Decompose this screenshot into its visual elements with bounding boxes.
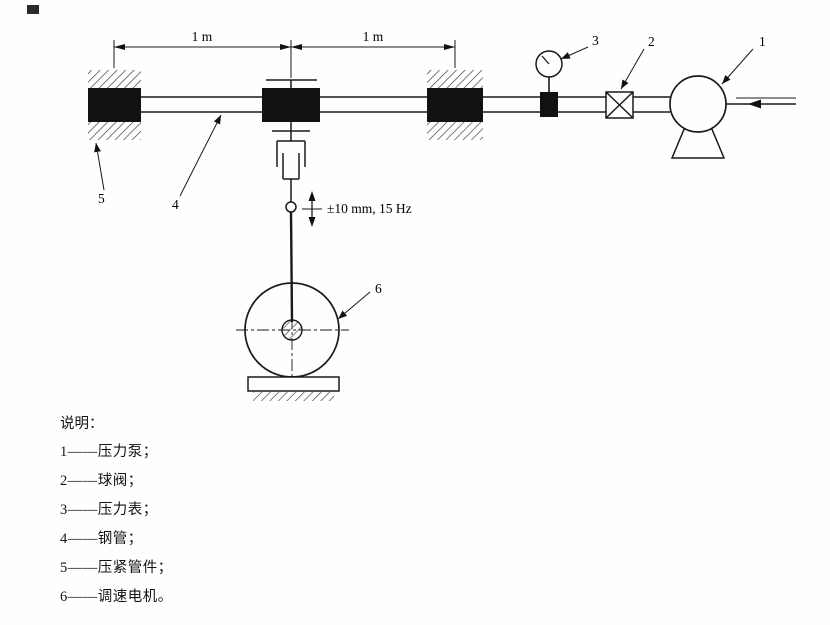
legend: 说明： 1——压力泵； 2——球阀； 3——压力表； 4——钢管； 5——压紧管…	[60, 412, 173, 617]
dimension-arrows	[114, 44, 455, 50]
part-label-pipe: 4	[172, 197, 179, 212]
clamp-left	[88, 70, 141, 140]
dimension-label-right: 1 m	[363, 29, 384, 44]
vibration-linkage	[272, 122, 310, 213]
part-label-clamp: 5	[98, 191, 105, 206]
legend-title: 说明：	[60, 416, 104, 432]
part-label-valve: 2	[648, 34, 655, 49]
pivot-pin-icon	[285, 201, 297, 213]
pressure-gauge-icon	[535, 50, 563, 92]
leader-lines	[94, 46, 754, 320]
gauge-fitting	[540, 92, 558, 117]
motor-icon	[236, 275, 349, 401]
legend-item: 3——压力表；	[60, 502, 158, 518]
part-label-pump: 1	[759, 34, 766, 49]
legend-item: 1——压力泵；	[60, 444, 158, 460]
crank-hub-icon	[281, 319, 303, 341]
clamp-middle	[262, 79, 320, 122]
legend-item: 5——压紧管件；	[60, 560, 173, 576]
flow-arrow-icon	[748, 99, 761, 109]
ball-valve-icon	[605, 91, 634, 119]
dimension-label-left: 1 m	[192, 29, 213, 44]
vibration-arrow-icon	[302, 191, 322, 227]
legend-item: 6——调速电机。	[60, 589, 173, 605]
ground-hatch	[253, 391, 334, 401]
clamp-right	[427, 70, 483, 140]
part-label-motor: 6	[375, 281, 382, 296]
scan-artifact	[27, 5, 39, 14]
legend-item: 2——球阀；	[60, 473, 143, 489]
vibration-annotation: ±10 mm, 15 Hz	[327, 201, 412, 216]
inlet-flow-line	[726, 97, 796, 109]
part-label-gauge: 3	[592, 33, 599, 48]
legend-item: 4——钢管；	[60, 531, 143, 547]
pressure-pump-icon	[669, 75, 727, 159]
motor-base	[247, 376, 340, 392]
test-rig-diagram: 1 m 1 m ±10 mm, 15 Hz	[88, 29, 796, 401]
steel-pipe	[88, 96, 670, 113]
